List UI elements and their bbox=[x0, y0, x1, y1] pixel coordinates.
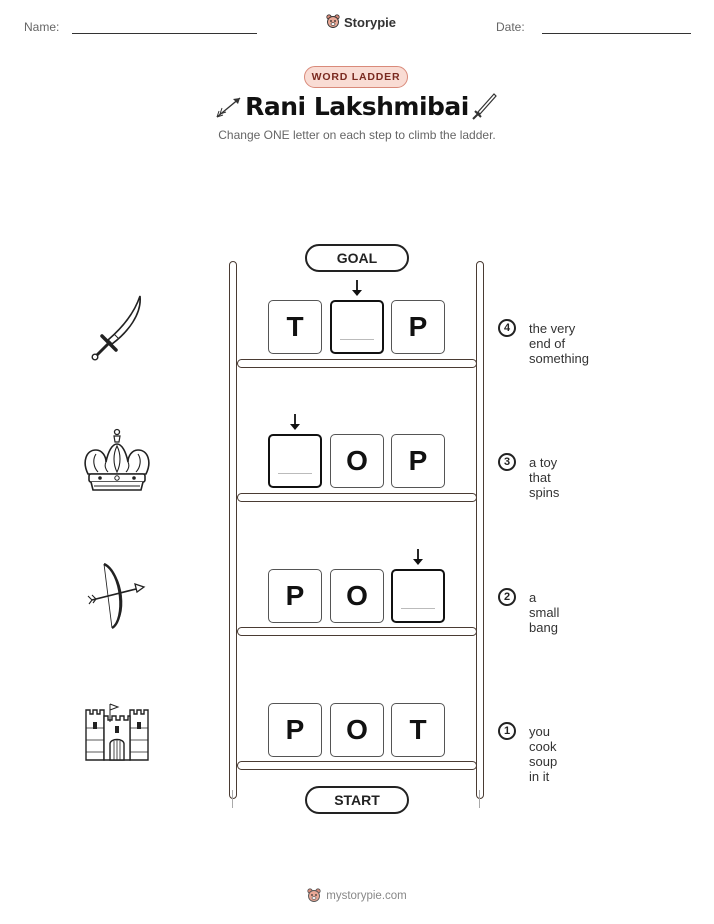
date-label: Date: bbox=[496, 20, 525, 34]
ladder-rung bbox=[237, 359, 477, 368]
blank-letter-tile[interactable] bbox=[268, 434, 322, 488]
bear-icon bbox=[307, 888, 321, 902]
down-arrow-icon bbox=[352, 280, 362, 296]
letter-tile: P bbox=[391, 434, 445, 488]
ladder-rung bbox=[237, 627, 477, 636]
sword-icon bbox=[91, 295, 141, 361]
crown-icon bbox=[84, 428, 150, 491]
arrow-icon bbox=[216, 97, 241, 118]
word-ladder-badge: WORD LADDER bbox=[304, 66, 408, 88]
letter-tile: P bbox=[391, 300, 445, 354]
bear-icon bbox=[326, 14, 340, 28]
blank-letter-tile[interactable] bbox=[330, 300, 384, 354]
step-clue: a small bang bbox=[529, 590, 560, 635]
page-title: Rani Lakshmibai bbox=[245, 92, 469, 121]
letter-tile: P bbox=[268, 703, 322, 757]
step-number: 4 bbox=[498, 319, 516, 337]
blank-letter-tile[interactable] bbox=[391, 569, 445, 623]
down-arrow-icon bbox=[290, 414, 300, 430]
step-clue: the very end of something bbox=[529, 321, 589, 366]
small-sword-icon bbox=[472, 93, 497, 120]
letter-tile: P bbox=[268, 569, 322, 623]
goal-label: GOAL bbox=[305, 244, 409, 272]
bow-arrow-icon bbox=[87, 562, 146, 630]
footer-link[interactable]: mystorypie.com bbox=[326, 890, 407, 902]
step-clue: a toy that spins bbox=[529, 455, 560, 500]
letter-tile: T bbox=[391, 703, 445, 757]
page-subtitle: Change ONE letter on each step to climb … bbox=[218, 128, 496, 142]
step-number: 1 bbox=[498, 722, 516, 740]
brand-name: Storypie bbox=[344, 14, 397, 30]
letter-tile: O bbox=[330, 703, 384, 757]
step-number: 3 bbox=[498, 453, 516, 471]
date-field[interactable] bbox=[542, 33, 691, 34]
letter-tile: O bbox=[330, 569, 384, 623]
name-label: Name: bbox=[24, 20, 60, 34]
brand-logo: Storypie bbox=[326, 14, 396, 30]
letter-tile: O bbox=[330, 434, 384, 488]
footer: mystorypie.com bbox=[0, 888, 714, 904]
name-field[interactable] bbox=[72, 33, 257, 34]
down-arrow-icon bbox=[413, 549, 423, 565]
step-number: 2 bbox=[498, 588, 516, 606]
ladder-rail-right bbox=[476, 261, 484, 799]
castle-icon bbox=[85, 703, 149, 761]
ladder-rung bbox=[237, 493, 477, 502]
start-label: START bbox=[305, 786, 409, 814]
ladder-rail-left bbox=[229, 261, 237, 799]
letter-tile: T bbox=[268, 300, 322, 354]
ladder-rung bbox=[237, 761, 477, 770]
step-clue: you cook soup in it bbox=[529, 724, 558, 784]
